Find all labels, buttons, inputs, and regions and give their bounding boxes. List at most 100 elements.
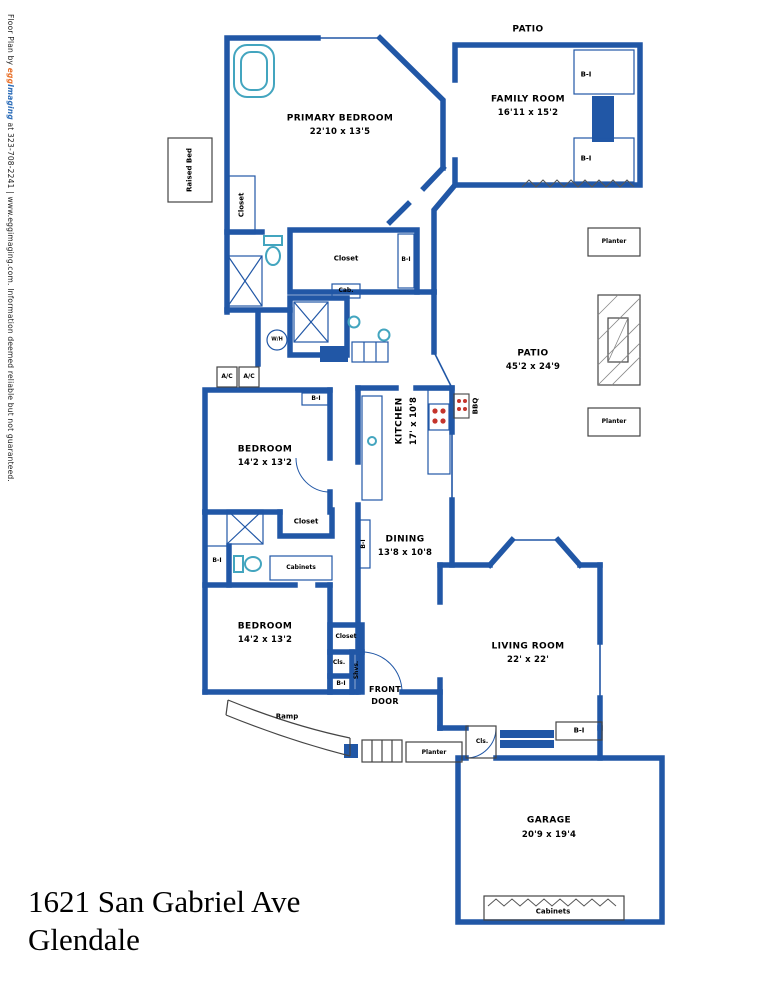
- raised-bed-box: [167, 137, 213, 203]
- label-primary-bedroom-name: PRIMARY BEDROOM: [286, 113, 394, 124]
- bbq-burner: [457, 399, 461, 403]
- label-family-room-dims: 16'11 x 15'2: [497, 107, 559, 118]
- label-water-heater: W/H: [271, 336, 283, 343]
- label-dining-name: DINING: [385, 534, 425, 545]
- watermark-prefix: Floor Plan by: [6, 14, 15, 68]
- label-bi-bath: B-I: [212, 557, 222, 564]
- label-planter-1: Planter: [601, 238, 627, 245]
- label-bi-entry: B-I: [573, 726, 585, 735]
- built-in-fills: [320, 96, 614, 758]
- bbq-grill-box: [453, 393, 470, 419]
- watermark-suffix: at 323-708-2241 | www.eggimaging.com. In…: [6, 119, 15, 482]
- address-line-2: Glendale: [28, 922, 140, 957]
- family-door-zigzag: [521, 179, 635, 188]
- label-living-room-name: LIVING ROOM: [491, 641, 565, 652]
- label-primary-bedroom-dims: 22'10 x 13'5: [309, 126, 371, 137]
- entry-wardrobe-top: [500, 730, 554, 738]
- label-patio-main-name: PATIO: [517, 348, 549, 359]
- walk-planter-box: [405, 741, 463, 763]
- label-bi-hall: B-I: [311, 395, 321, 402]
- label-patio-main-dims: 45'2 x 24'9: [505, 361, 561, 372]
- label-planter-3: Planter: [421, 749, 447, 756]
- hatching: [597, 294, 641, 386]
- porch-block: [344, 744, 358, 758]
- label-raised-bed: Raised Bed: [185, 148, 194, 192]
- walls: [202, 34, 665, 925]
- shower-icon-3: [226, 509, 264, 545]
- site-items: [167, 137, 641, 921]
- fountain-inner: [607, 317, 629, 363]
- shower-icon-1: [227, 255, 263, 307]
- windows: [318, 37, 638, 698]
- family-bi-box-bottom: [573, 137, 635, 183]
- kitchen-counter-left: [361, 395, 383, 501]
- label-ac-1: A/C: [221, 373, 233, 380]
- fixtures: [233, 44, 391, 573]
- stove-burner: [440, 418, 446, 424]
- label-garage-dims: 20'9 x 19'4: [521, 829, 577, 840]
- ac-unit-1: [216, 366, 238, 388]
- entry-wardrobe-bottom: [500, 740, 554, 748]
- shower-icon-2: [293, 301, 329, 343]
- label-patio-top: PATIO: [512, 24, 544, 35]
- primary-closet-strip: [228, 175, 256, 235]
- bbq-burner: [457, 407, 461, 411]
- label-family-room-name: FAMILY ROOM: [491, 94, 565, 105]
- entry-cls-box: [465, 725, 497, 759]
- label-bi-walkin: B-I: [401, 256, 411, 263]
- planter-box-1: [587, 227, 641, 257]
- label-bedroom2-dims: 14'2 x 13'2: [237, 634, 293, 645]
- label-cab: Cab.: [338, 287, 354, 294]
- bbq-burner: [463, 399, 467, 403]
- bath-bi-strip: [204, 545, 230, 585]
- water-heater-icon: [266, 329, 288, 351]
- hall-cabinet-outline: [351, 341, 389, 363]
- label-ramp: Ramp: [275, 712, 299, 721]
- egg-logo-text: egg: [6, 67, 15, 85]
- toilet-icon-2: [233, 555, 244, 573]
- toilet-icon-1: [263, 235, 283, 246]
- label-garage-name: GARAGE: [526, 815, 572, 826]
- bath-cabinets-box: [269, 555, 333, 581]
- label-bi-dining: B-I: [360, 539, 367, 549]
- label-front-door-2: DOOR: [371, 697, 399, 706]
- stove-burner: [440, 408, 446, 414]
- family-bi-box-top: [573, 49, 635, 95]
- label-bi-family-bottom: B-I: [580, 154, 592, 163]
- label-closet-primary: Closet: [237, 192, 246, 218]
- entry-bi-box: [555, 721, 603, 741]
- label-dining-dims: 13'8 x 10'8: [377, 547, 433, 558]
- label-closet-walkin: Closet: [333, 254, 359, 263]
- hall-cabinet-solid: [320, 346, 348, 362]
- stove-box: [428, 403, 450, 431]
- stove-burner: [432, 418, 438, 424]
- label-front-door-1: FRONT: [368, 685, 402, 694]
- kitchen-counter-right: [427, 389, 451, 475]
- garage-cabinets-box: [483, 895, 625, 921]
- imaging-logo-text: Imaging: [6, 84, 15, 120]
- label-cls-bedroom2: Cls.: [332, 659, 346, 666]
- label-bi-bedroom2: B-I: [336, 680, 346, 687]
- hall-bi-box: [301, 392, 329, 406]
- label-bedroom1-name: BEDROOM: [237, 444, 293, 455]
- label-bedroom2-name: BEDROOM: [237, 621, 293, 632]
- planter-box-2: [587, 407, 641, 437]
- label-shvs: Shvs.: [353, 660, 360, 680]
- ac-unit-2: [238, 366, 260, 388]
- bbq-burner: [463, 407, 467, 411]
- walkin-bi-strip: [397, 233, 415, 289]
- label-ac-2: A/C: [243, 373, 255, 380]
- ramp-curve: [227, 699, 351, 739]
- label-kitchen-dims: 17' x 10'8: [408, 396, 419, 446]
- zigzags: [487, 179, 635, 907]
- label-closet-bedroom2: Closet: [335, 633, 357, 640]
- dining-bi-strip: [357, 519, 371, 569]
- sink-icon-1: [347, 315, 361, 329]
- label-planter-2: Planter: [601, 418, 627, 425]
- label-cabinets-garage: Cabinets: [535, 907, 571, 916]
- casework: [204, 49, 635, 585]
- label-bbq: BBQ: [471, 397, 480, 415]
- label-cabinets-bath: Cabinets: [286, 564, 316, 571]
